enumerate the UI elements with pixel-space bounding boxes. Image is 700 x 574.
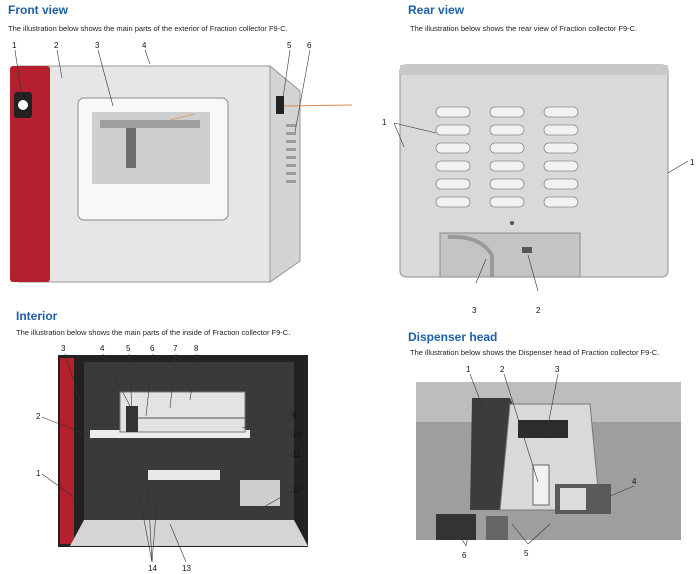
dispenser-callout-6: 6 xyxy=(462,551,467,560)
front-callout-1: 1 xyxy=(12,41,17,50)
interior-description: The illustration below shows the main pa… xyxy=(16,328,291,337)
interior-callout-13: 13 xyxy=(182,564,191,573)
interior-title: Interior xyxy=(16,309,58,323)
interior-callout-3: 3 xyxy=(61,344,66,353)
interior-callout-5: 5 xyxy=(126,344,131,353)
interior-callout-4: 4 xyxy=(100,344,105,353)
interior-callout-8: 8 xyxy=(194,344,199,353)
front-callout-5: 5 xyxy=(287,41,292,50)
interior-callout-6: 6 xyxy=(150,344,155,353)
rear-callout-1-right: 1 xyxy=(690,158,695,167)
dispenser-callout-1: 1 xyxy=(466,365,471,374)
dispenser-head-description: The illustration below shows the Dispens… xyxy=(410,348,660,357)
interior-callout-12: 12 xyxy=(292,486,301,495)
interior-illustration: 3 4 5 6 7 8 2 9 10 11 1 12 14 13 xyxy=(36,344,308,573)
dispenser-callout-4: 4 xyxy=(632,477,637,486)
rear-view-title: Rear view xyxy=(408,3,465,17)
rear-view-description: The illustration below shows the rear vi… xyxy=(410,24,638,33)
rear-callout-3: 3 xyxy=(472,306,477,315)
front-callout-2: 2 xyxy=(54,41,59,50)
dispenser-head-title: Dispenser head xyxy=(408,330,498,344)
dispenser-callout-3: 3 xyxy=(555,365,560,374)
dispenser-head-illustration: 1 2 3 4 6 5 xyxy=(416,365,681,560)
rear-view-illustration: 1 1 3 2 xyxy=(382,64,695,315)
front-view-title: Front view xyxy=(8,3,69,17)
rear-callout-1-left: 1 xyxy=(382,118,387,127)
interior-callout-9: 9 xyxy=(292,411,297,420)
front-callout-3: 3 xyxy=(95,41,100,50)
front-view-description: The illustration below shows the main pa… xyxy=(8,24,288,33)
interior-callout-14: 14 xyxy=(148,564,157,573)
dispenser-callout-5: 5 xyxy=(524,549,529,558)
rear-callout-2: 2 xyxy=(536,306,541,315)
interior-callout-1: 1 xyxy=(36,469,41,478)
front-callout-6: 6 xyxy=(307,41,312,50)
dispenser-callout-2: 2 xyxy=(500,365,505,374)
interior-callout-2: 2 xyxy=(36,412,41,421)
front-callout-4: 4 xyxy=(142,41,147,50)
interior-callout-7: 7 xyxy=(173,344,178,353)
interior-callout-10: 10 xyxy=(292,430,301,439)
interior-callout-11: 11 xyxy=(292,450,301,459)
front-view-illustration: 1 2 3 4 5 6 xyxy=(10,41,353,283)
